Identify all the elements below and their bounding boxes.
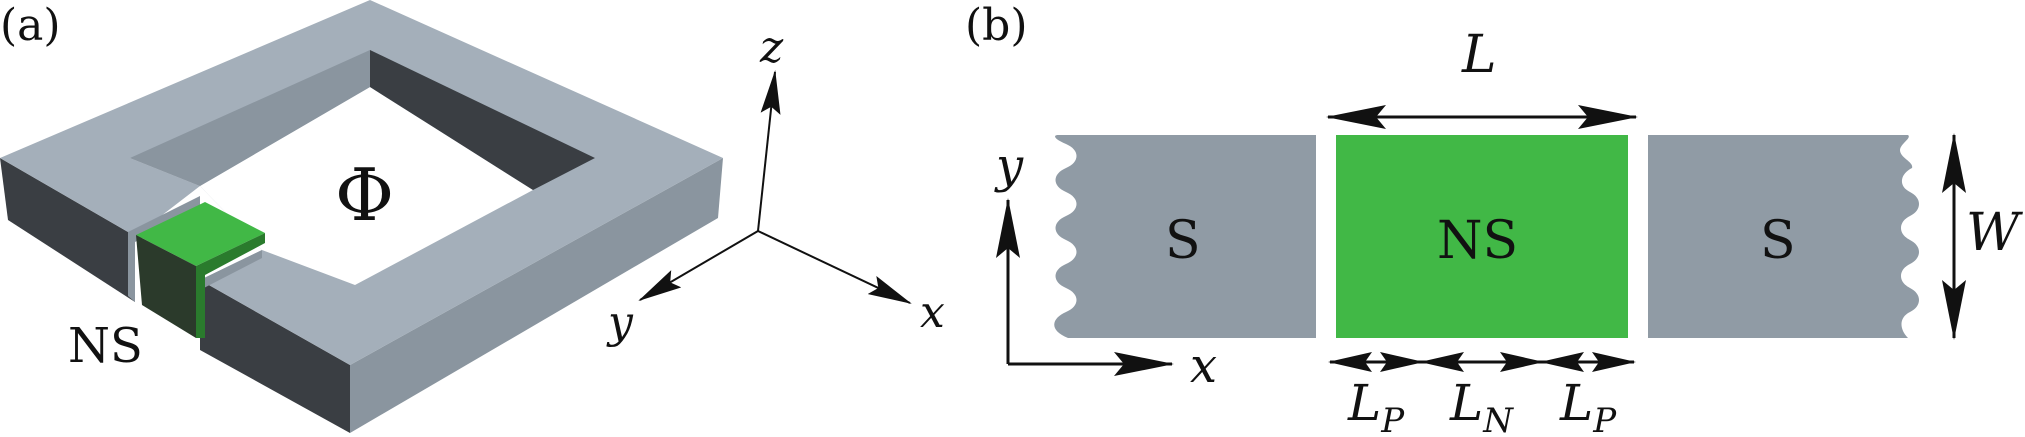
- lp-right-label: LP: [1559, 374, 1617, 437]
- ring-outer-face-front-right: [350, 158, 723, 433]
- ln-label: LN: [1449, 374, 1514, 437]
- ring-gap-face-left: [128, 196, 200, 302]
- y-axis-2d-label: y: [994, 138, 1024, 194]
- ln-sub: N: [1482, 401, 1514, 437]
- x-axis-2d-label: x: [1190, 338, 1217, 394]
- z-axis-label: z: [759, 22, 784, 73]
- x-axis-label: x: [920, 287, 945, 338]
- lp-left-label: LP: [1347, 374, 1405, 437]
- ring-outer-face-left: [0, 158, 135, 302]
- axes-2d: x y: [994, 138, 1217, 394]
- right-lead-label: S: [1760, 211, 1796, 271]
- ring-inner-wall-back-left-2: [130, 50, 370, 186]
- y-axis-line: [638, 230, 759, 302]
- ns-block-front: [136, 235, 196, 338]
- ns-region-label: NS: [1437, 211, 1518, 271]
- ring-hole: [200, 87, 533, 285]
- bottom-dimensions: LP LN LP: [1328, 352, 1636, 437]
- z-axis-line: [757, 70, 781, 232]
- x-axis-line: [757, 230, 912, 304]
- ring-inner-wall-back-right-2: [370, 50, 595, 190]
- axes-3d: z x y: [606, 22, 945, 348]
- right-superconducting-lead: [1648, 135, 1919, 338]
- length-label: L: [1461, 25, 1497, 85]
- panel-b-label: (b): [965, 0, 1028, 51]
- ns-region: [1336, 135, 1628, 338]
- ns-junction-block: [136, 202, 265, 338]
- superconducting-ring: [0, 0, 723, 433]
- ring-gap-face-right: [200, 250, 262, 290]
- lp-right-main: L: [1559, 374, 1593, 432]
- ns-label-a: NS: [68, 318, 143, 374]
- ln-main: L: [1449, 374, 1483, 432]
- left-superconducting-lead: [1054, 135, 1316, 338]
- flux-symbol: Φ: [335, 153, 394, 237]
- ns-block-side: [196, 233, 265, 338]
- panel-a-label: (a): [0, 0, 61, 51]
- lp-right-sub: P: [1592, 401, 1617, 437]
- ring-outer-face-front-left: [200, 280, 350, 433]
- ns-block-top: [136, 202, 265, 266]
- lp-left-sub: P: [1380, 401, 1405, 437]
- lp-left-main: L: [1347, 374, 1381, 432]
- left-lead-label: S: [1165, 211, 1201, 271]
- panel-b: (b) S NS S L W x y LP: [965, 0, 2023, 437]
- panel-a: (a) Φ NS: [0, 0, 945, 433]
- y-axis-label: y: [606, 297, 634, 348]
- width-label: W: [1966, 203, 2023, 263]
